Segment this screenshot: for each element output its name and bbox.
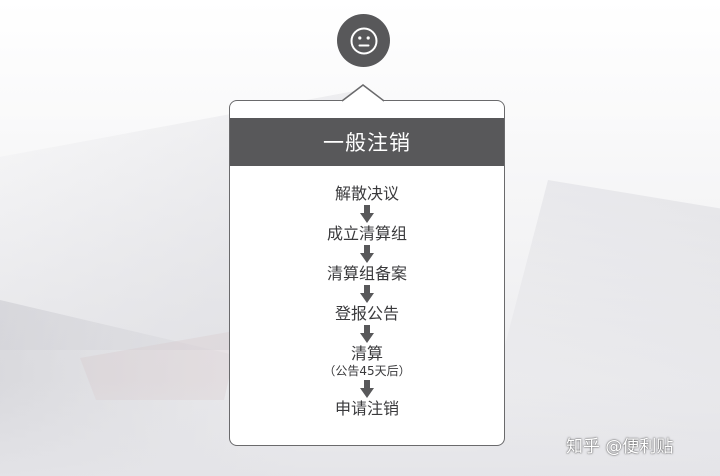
background-facet: [80, 330, 240, 400]
down-arrow-icon: [360, 285, 374, 303]
process-card: 一般注销 解散决议 成立清算组 清算组备案 登报公告 清算 （公告45天后）: [229, 100, 505, 446]
steps-flow: 解散决议 成立清算组 清算组备案 登报公告 清算 （公告45天后） 申请注销: [230, 183, 504, 420]
face-badge: [337, 14, 390, 67]
down-arrow-icon: [360, 205, 374, 223]
step-label: 清算: [350, 344, 383, 363]
step-label: 成立清算组: [326, 224, 407, 243]
card-title: 一般注销: [230, 118, 504, 166]
step-label: 申请注销: [334, 399, 399, 418]
neutral-face-icon: [350, 27, 377, 54]
watermark: 知乎 @便利贴: [566, 437, 674, 457]
step-note: （公告45天后）: [323, 364, 411, 378]
down-arrow-icon: [360, 325, 374, 343]
step-label: 解散决议: [334, 184, 399, 203]
step-label: 登报公告: [334, 304, 399, 323]
step-label: 清算组备案: [326, 264, 407, 283]
down-arrow-icon: [360, 245, 374, 263]
down-arrow-icon: [360, 380, 374, 398]
